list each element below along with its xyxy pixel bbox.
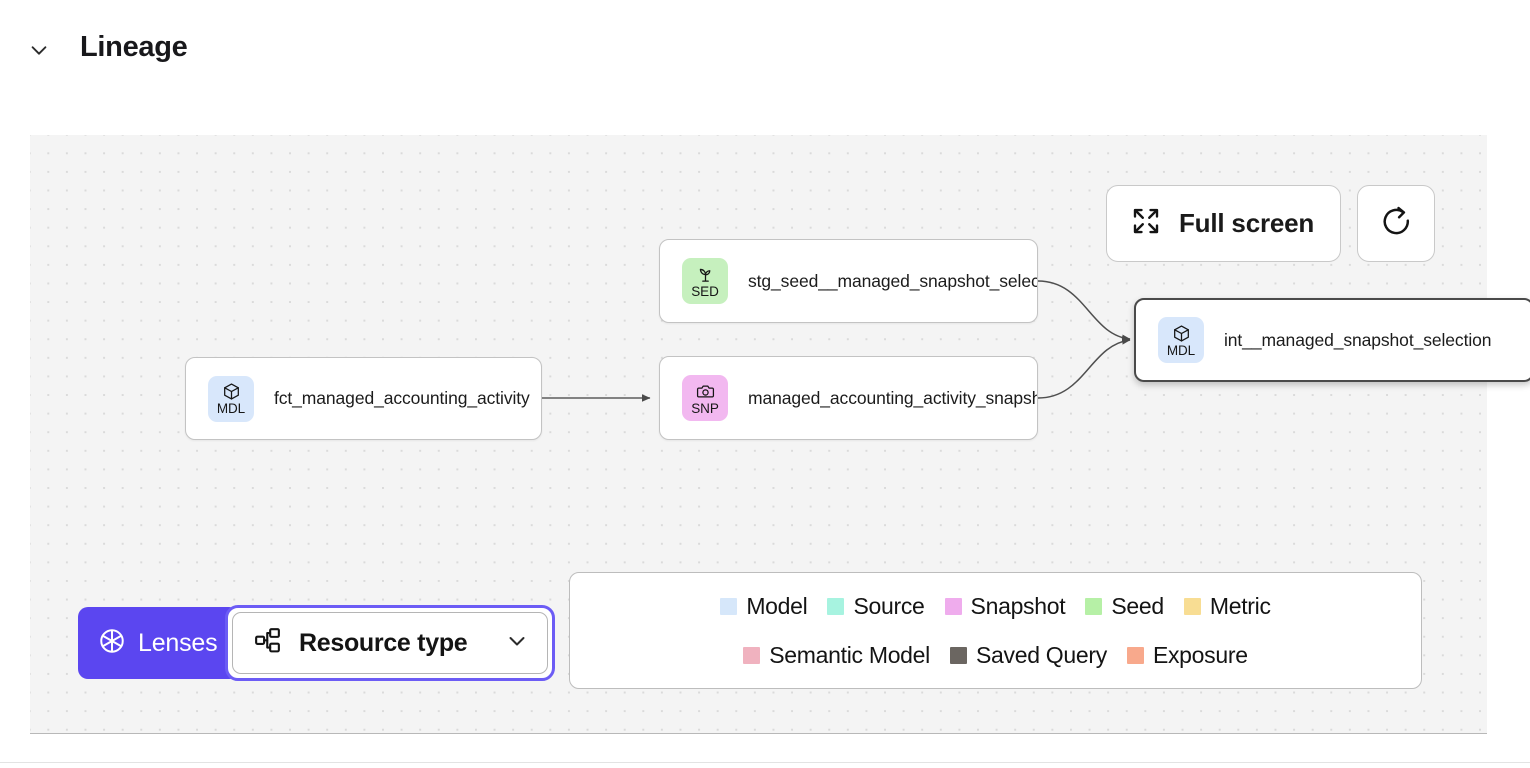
legend-label: Source [853, 592, 925, 619]
chevron-down-icon [505, 629, 529, 658]
cube-icon [222, 382, 241, 402]
legend-label: Exposure [1152, 641, 1248, 668]
resource-type-label: Resource type [299, 628, 468, 657]
page-title: Lineage [80, 31, 188, 63]
legend-row-secondary: Semantic Model Saved Query Exposure [570, 642, 1421, 669]
legend-item-snapshot: Snapshot [944, 592, 1066, 620]
footer-divider [0, 762, 1530, 763]
camera-icon [696, 382, 715, 402]
lineage-node-label: managed_accounting_activity_snapshot [748, 387, 1037, 408]
legend-label: Saved Query [975, 641, 1107, 668]
legend-swatch-model [720, 597, 738, 615]
legend-item-saved-query: Saved Query [949, 641, 1107, 669]
refresh-button[interactable] [1357, 185, 1436, 262]
resource-badge-label: MDL [1166, 342, 1196, 358]
lineage-node-int-managed-snapshot-selection[interactable]: MDL int__managed_snapshot_selection [1134, 298, 1530, 382]
lineage-node-stg-seed-managed-snapshot-selection[interactable]: SED stg_seed__managed_snapshot_selecti..… [659, 239, 1038, 323]
legend-label: Seed [1111, 592, 1164, 619]
canvas-toolbar: Full screen [1106, 185, 1436, 262]
hierarchy-icon [253, 626, 282, 660]
legend-item-source: Source [827, 592, 925, 620]
legend-item-metric: Metric [1183, 592, 1271, 620]
legend-swatch-source [827, 597, 845, 615]
expand-arrows-icon [1131, 206, 1161, 241]
legend-swatch-metric [1183, 597, 1201, 615]
lineage-node-managed-accounting-activity-snapshot[interactable]: SNP managed_accounting_activity_snapshot [659, 356, 1038, 440]
refresh-icon [1380, 205, 1413, 243]
resource-badge-label: SED [691, 283, 719, 299]
legend-item-semantic-model: Semantic Model [743, 642, 930, 669]
lenses-label: Lenses [138, 628, 218, 657]
resource-badge-label: SNP [691, 400, 719, 416]
legend-swatch-snapshot [944, 597, 962, 615]
legend-row-primary: Model Source Snapshot Seed Metric [570, 593, 1421, 620]
legend-swatch-semantic-model [743, 646, 761, 664]
full-screen-label: Full screen [1179, 208, 1315, 238]
lineage-node-fct-managed-accounting-activity[interactable]: MDL fct_managed_accounting_activity [185, 357, 542, 440]
lineage-node-label: stg_seed__managed_snapshot_selecti... [748, 270, 1037, 291]
resource-badge-label: MDL [216, 401, 246, 416]
resource-badge-snapshot: SNP [682, 375, 728, 421]
lineage-node-label: fct_managed_accounting_activity [274, 388, 530, 408]
chevron-down-icon[interactable] [25, 36, 53, 64]
lineage-section-header: Lineage [0, 0, 1530, 100]
legend-swatch-exposure [1126, 646, 1144, 664]
legend-item-model: Model [720, 592, 808, 620]
legend-label: Metric [1209, 592, 1271, 619]
lineage-node-label: int__managed_snapshot_selection [1224, 329, 1492, 350]
resource-badge-seed: SED [682, 258, 728, 304]
aperture-icon [98, 627, 126, 660]
legend-item-seed: Seed [1085, 593, 1164, 620]
legend-item-exposure: Exposure [1126, 641, 1248, 669]
legend-label: Model [746, 592, 808, 619]
lineage-legend: Model Source Snapshot Seed Metric [569, 572, 1422, 689]
lenses-button[interactable]: Lenses [78, 607, 240, 679]
full-screen-button[interactable]: Full screen [1106, 185, 1342, 262]
resource-badge-model: MDL [208, 375, 254, 422]
legend-label: Semantic Model [769, 641, 930, 668]
legend-swatch-saved-query [949, 646, 967, 664]
resource-badge-model: MDL [1158, 317, 1204, 363]
resource-type-dropdown[interactable]: Resource type [232, 612, 548, 674]
lineage-canvas[interactable]: Full screen [30, 135, 1530, 734]
legend-swatch-seed [1085, 597, 1103, 615]
cube-icon [1172, 324, 1191, 344]
legend-label: Snapshot [970, 592, 1066, 619]
seedling-icon [696, 265, 715, 285]
resource-type-focus-ring: Resource type [225, 605, 555, 681]
